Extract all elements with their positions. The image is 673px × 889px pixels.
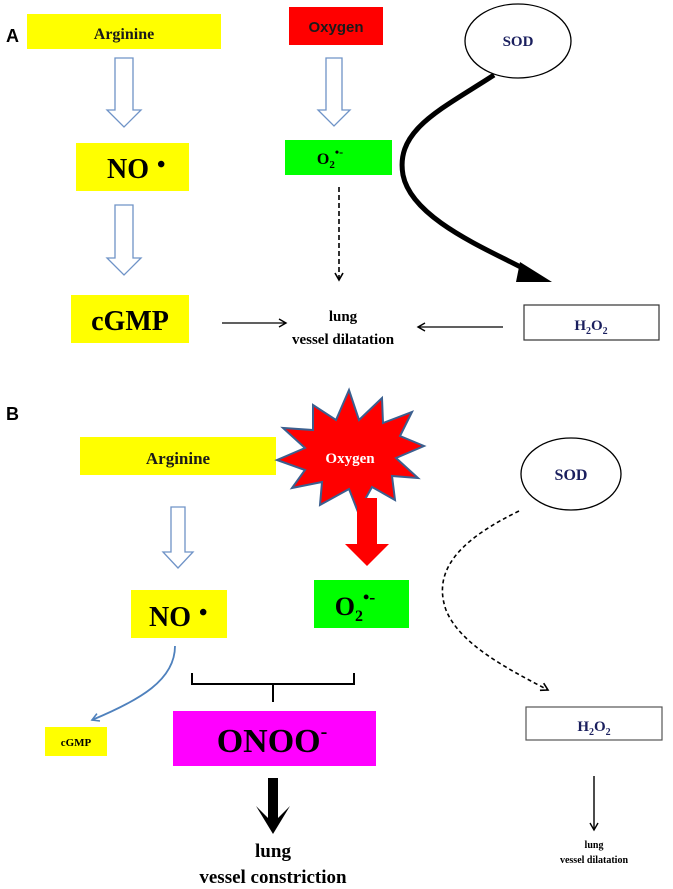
- a-h2o2-box: H2O2: [523, 304, 660, 341]
- a-arginine-label: Arginine: [94, 26, 154, 43]
- b-sod-label: SOD: [555, 467, 588, 484]
- a-oxygen-to-superoxide-arrow-icon: [316, 57, 352, 127]
- b-dilatation-line2: vessel dilatation: [560, 855, 628, 866]
- b-cgmp-label: cGMP: [61, 737, 92, 749]
- a-cgmp-box: cGMP: [71, 295, 189, 343]
- a-oxygen-box: Oxygen: [289, 7, 383, 45]
- b-h2o2-label: H2O2: [577, 719, 610, 738]
- a-cgmp-label: cGMP: [91, 306, 169, 337]
- b-outcome-dilatation: lung vessel dilatation: [560, 840, 628, 866]
- a-no-to-cgmp-arrow-icon: [105, 204, 143, 276]
- a-superoxide-label: O2•-: [317, 145, 343, 171]
- a-arginine-box: Arginine: [27, 14, 221, 49]
- a-outcome-line1: lung: [329, 309, 358, 325]
- b-sod-to-h2o2-dashed-arrow-icon: [441, 510, 550, 692]
- b-outcome-constriction: lung vessel constriction: [199, 841, 347, 888]
- b-no-radical-dot: •: [199, 600, 207, 626]
- panel-b-label: B: [6, 404, 19, 424]
- b-constriction-line1: lung: [255, 841, 291, 862]
- a-no-label: NO: [107, 154, 149, 185]
- b-arginine-label: Arginine: [146, 449, 211, 468]
- a-sod-ellipse: SOD: [464, 3, 572, 79]
- b-arginine-box: Arginine: [80, 437, 276, 475]
- b-no-to-cgmp-blue-arrow-icon: [90, 645, 176, 722]
- b-peroxynitrite-to-constriction-arrow-icon: [256, 778, 290, 834]
- a-outcome-dilatation: lung vessel dilatation: [292, 309, 395, 348]
- b-oxygen-to-superoxide-red-arrow-icon: [345, 498, 389, 566]
- b-oxygen-starburst: Oxygen: [274, 387, 427, 515]
- a-sod-label: SOD: [503, 34, 534, 50]
- b-superoxide-label: O2•-: [335, 587, 376, 625]
- b-constriction-line2: vessel constriction: [199, 867, 347, 888]
- b-no-box: NO •: [131, 590, 227, 638]
- b-sod-ellipse: SOD: [520, 437, 622, 511]
- a-arginine-to-no-arrow-icon: [105, 57, 143, 128]
- a-oxygen-label: Oxygen: [308, 19, 363, 36]
- b-combine-bracket-icon: [191, 673, 355, 702]
- b-dilatation-line1: lung: [585, 840, 604, 851]
- b-superoxide-box: O2•-: [314, 580, 409, 628]
- a-sod-arrowhead-icon: [516, 262, 552, 282]
- b-h2o2-box: H2O2: [525, 706, 663, 741]
- a-h2o2-label: H2O2: [574, 318, 607, 337]
- a-no-box: NO •: [76, 143, 189, 191]
- a-superoxide-box: O2•-: [285, 140, 392, 175]
- b-peroxynitrite-label: ONOO-: [217, 721, 328, 760]
- b-oxygen-label: Oxygen: [325, 451, 375, 467]
- a-sod-to-h2o2-thick-arrow-icon: [399, 72, 532, 275]
- b-cgmp-box: cGMP: [45, 727, 107, 756]
- panel-a-label: A: [6, 26, 19, 46]
- b-no-label: NO: [149, 602, 191, 633]
- a-no-radical-dot: •: [157, 152, 165, 178]
- b-arginine-to-no-arrow-icon: [161, 506, 195, 569]
- b-peroxynitrite-box: ONOO-: [173, 711, 376, 766]
- a-outcome-line2: vessel dilatation: [292, 332, 395, 348]
